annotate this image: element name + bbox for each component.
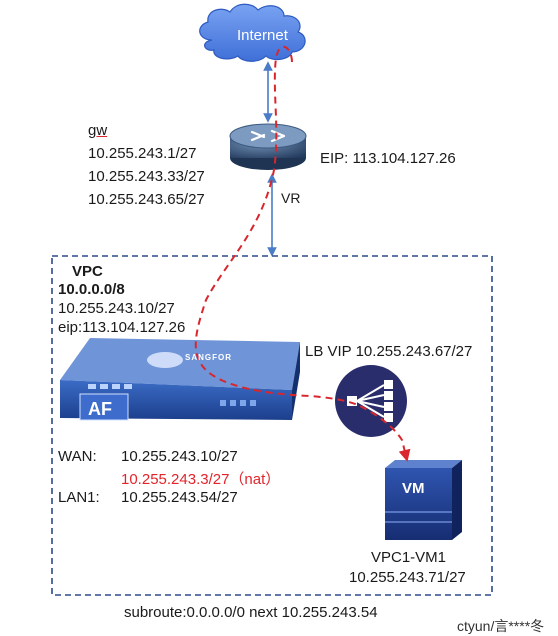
watermark: ctyun/言****冬 [457, 618, 545, 634]
af-eip: eip:113.104.127.26 [58, 319, 186, 336]
af-firewall-icon [60, 338, 300, 421]
wan-ip: 10.255.243.10/27 [121, 448, 238, 465]
lb-vip-label: LB VIP 10.255.243.67/27 [305, 343, 473, 360]
lan1-label: LAN1: [58, 489, 100, 506]
vpc-cidr: 10.0.0.0/8 [58, 281, 125, 298]
wan-nat-ip: 10.255.243.3/27（nat） [121, 471, 281, 488]
af-badge: AF [88, 399, 112, 419]
load-balancer-icon [335, 365, 407, 437]
internet-label: Internet [237, 27, 288, 44]
gw-ip-2: 10.255.243.33/27 [88, 168, 205, 185]
vpc-title: VPC [72, 263, 103, 280]
vpc-boundary [51, 255, 493, 596]
subroute-label: subroute:0.0.0.0/0 next 10.255.243.54 [124, 604, 378, 621]
router-label: VR [281, 190, 301, 206]
wan-label: WAN: [58, 448, 97, 465]
gw-label: gw [88, 122, 108, 139]
router-icon [229, 123, 307, 170]
internet-cloud-icon [199, 3, 306, 62]
eip-label: EIP: 113.104.127.26 [320, 150, 456, 167]
vm-icon [385, 460, 462, 540]
gw-ip-3: 10.255.243.65/27 [88, 191, 205, 208]
lan1-ip: 10.255.243.54/27 [121, 489, 238, 506]
gw-ip-1: 10.255.243.1/27 [88, 145, 197, 162]
af-logo-text: SANGFOR [185, 353, 232, 362]
vm-name: VPC1-VM1 [371, 549, 447, 566]
af-ip: 10.255.243.10/27 [58, 300, 175, 317]
vm-badge: VM [402, 480, 425, 497]
vm-ip: 10.255.243.71/27 [349, 569, 466, 586]
traffic-path [194, 45, 411, 462]
